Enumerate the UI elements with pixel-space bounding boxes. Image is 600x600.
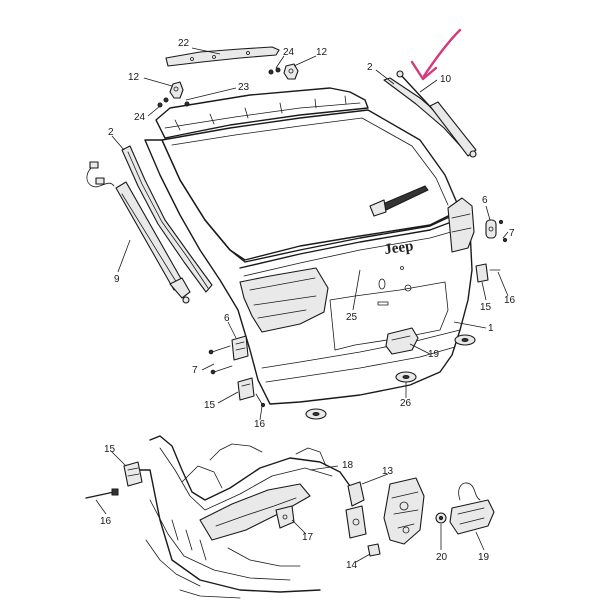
weatherstrip-left-2 — [121, 145, 213, 293]
callout-26: 26 — [400, 398, 412, 409]
callout-15-right: 15 — [480, 302, 492, 313]
callout-18: 18 — [342, 460, 354, 471]
rear-wiper — [369, 185, 429, 217]
callout-19-switch: 19 — [478, 552, 490, 563]
callout-7-left: 7 — [192, 365, 198, 376]
callout-16-left: 16 — [254, 419, 266, 430]
bracket-15-right — [475, 263, 501, 283]
callout-23: 23 — [238, 82, 250, 93]
liftgate-panel-1 — [144, 87, 473, 405]
gas-strut-10 — [396, 70, 477, 158]
callout-14: 14 — [346, 560, 358, 571]
callout-10: 10 — [440, 74, 452, 85]
highlight-arrow-icon — [410, 28, 462, 81]
callout-1: 1 — [488, 323, 494, 334]
callout-7-right: 7 — [509, 228, 515, 239]
screws-7-right — [498, 219, 508, 243]
liftgate-handle-19 — [385, 327, 419, 355]
body-opening-section — [139, 435, 351, 599]
tail-lamp-right — [447, 197, 475, 253]
latch-13 — [383, 477, 425, 545]
brand-badge: Jeep — [383, 238, 414, 258]
bolt-14 — [367, 543, 381, 557]
spoiler-part-22 — [165, 46, 280, 67]
callout-20: 20 — [436, 552, 448, 563]
leader-lines — [95, 47, 509, 563]
badge-holes — [377, 266, 412, 306]
callout-16-lower: 16 — [100, 516, 112, 527]
callout-15-lower: 15 — [104, 444, 116, 455]
callout-15-left: 15 — [204, 400, 216, 411]
callout-labels: 22 24 12 12 23 24 2 10 2 9 6 7 15 16 25 … — [100, 38, 516, 571]
callout-22: 22 — [178, 38, 190, 49]
power-strut-9 — [86, 161, 191, 304]
striker-17 — [275, 505, 295, 529]
hinge-left-12 — [169, 81, 184, 99]
callout-13: 13 — [382, 466, 394, 477]
callout-2-left: 2 — [108, 127, 114, 138]
callout-19-liftgate: 19 — [428, 349, 440, 360]
callout-24-top: 24 — [283, 47, 295, 58]
callout-25: 25 — [346, 312, 358, 323]
bumper-6-left — [231, 335, 249, 361]
bracket-15-left — [237, 377, 266, 408]
grommet-20 — [435, 512, 447, 524]
tail-lamp-left — [239, 267, 329, 333]
screws-7-left — [208, 345, 233, 375]
hinge-right-12 — [283, 63, 299, 80]
bolt-16-lower — [85, 488, 119, 499]
latch-actuator-13 — [345, 481, 367, 539]
callout-24-left: 24 — [134, 112, 146, 123]
callout-6-left: 6 — [224, 313, 230, 324]
grommets-26 — [305, 334, 476, 420]
callout-2-top: 2 — [367, 62, 373, 73]
callout-6-right: 6 — [482, 195, 488, 206]
callout-17: 17 — [302, 532, 314, 543]
handle-switch-19 — [449, 482, 495, 535]
callout-9: 9 — [114, 274, 120, 285]
bracket-15-lower — [123, 461, 143, 487]
callout-12-left: 12 — [128, 72, 140, 83]
callout-16-right: 16 — [504, 295, 516, 306]
bumper-stop-6-right — [485, 219, 497, 239]
callout-12-right: 12 — [316, 47, 328, 58]
